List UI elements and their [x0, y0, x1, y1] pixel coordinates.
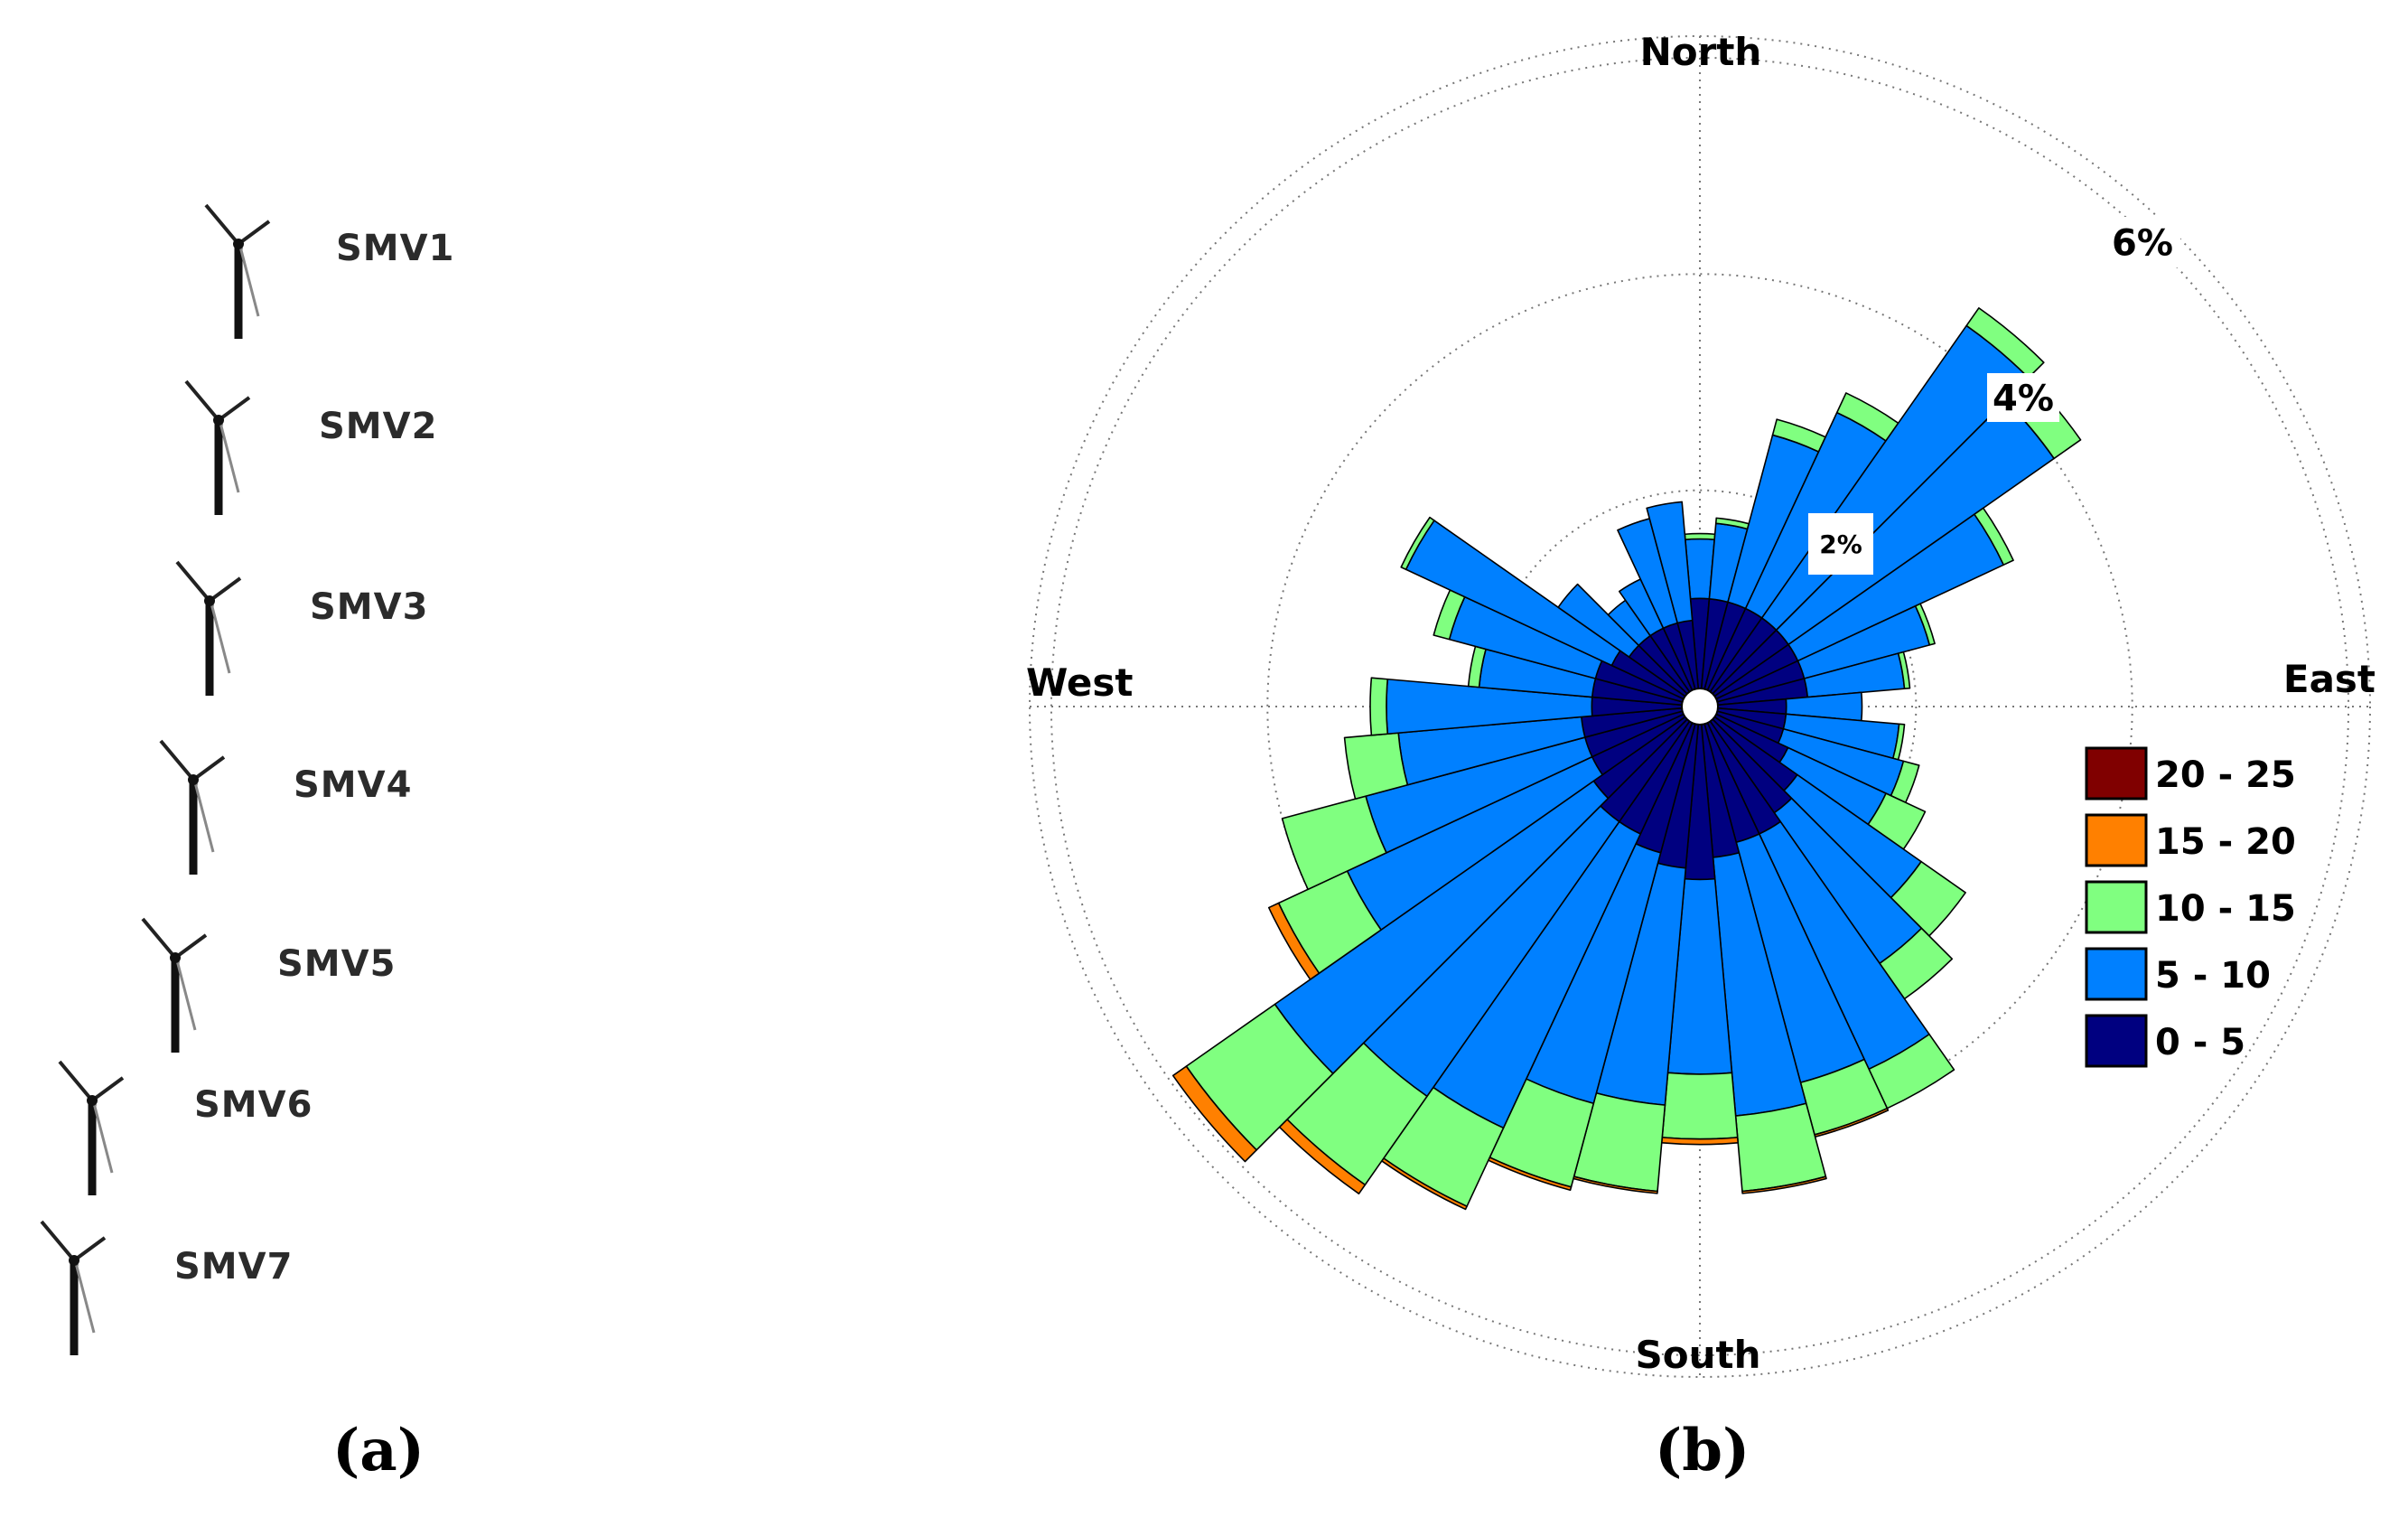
ring-label-bg — [1987, 373, 2059, 422]
wind-turbine-icon — [154, 739, 253, 884]
rose-sector-segment — [1897, 651, 1911, 689]
rose-sector-segment — [1914, 603, 1936, 646]
rose-sector-segment — [1281, 795, 1387, 891]
panel-a-label: (a) — [332, 1417, 425, 1484]
grid-ring — [1050, 56, 2350, 1357]
rose-sector-segment — [1400, 516, 1435, 571]
legend-label: 5 - 10 — [2155, 955, 2271, 997]
turbine-label: SMV4 — [294, 764, 413, 806]
wind-turbine-icon — [179, 379, 278, 524]
wind-rose-sectors — [1171, 307, 2082, 1211]
rose-sector-segment — [1369, 677, 1389, 736]
rose-sector-segment — [1660, 1137, 1740, 1146]
wind-turbine-icon — [199, 203, 298, 348]
legend-label: 10 - 15 — [2155, 888, 2296, 930]
grid-ring — [1266, 273, 2133, 1140]
legend-label: 20 - 25 — [2155, 754, 2296, 796]
turbine-label: SMV5 — [277, 943, 397, 985]
turbine-label: SMV1 — [336, 228, 455, 269]
panel-b-label: (b) — [1655, 1417, 1750, 1484]
turbine-label: SMV7 — [174, 1246, 294, 1288]
ring-label: 4% — [1993, 378, 2054, 419]
rose-sector-segment — [1741, 1175, 1827, 1194]
wind-turbine-icon — [34, 1220, 134, 1364]
turbine-label: SMV6 — [194, 1084, 313, 1126]
legend-label: 0 - 5 — [2155, 1022, 2245, 1063]
ring-label-bg — [1808, 513, 1873, 575]
direction-label-west: West — [1026, 660, 1133, 705]
direction-label-north: North — [1640, 30, 1762, 74]
rose-sector-segment — [1965, 307, 2045, 379]
legend-swatch — [2085, 947, 2148, 1001]
legend-swatch — [2085, 880, 2148, 934]
wind-turbine-icon — [135, 917, 235, 1062]
rose-sector-segment — [1171, 1065, 1257, 1163]
rose-sector-segment — [1661, 1072, 1739, 1140]
direction-label-east: East — [2283, 657, 2375, 701]
grid-ring — [1482, 489, 1918, 924]
rose-sector-segment — [1267, 902, 1321, 980]
turbine-label: SMV2 — [319, 406, 438, 447]
ring-label-bg — [2105, 217, 2180, 267]
rose-sector-segment — [1343, 732, 1409, 801]
turbine-label: SMV3 — [310, 586, 429, 628]
center-hole — [1681, 688, 1719, 726]
rose-sector-segment — [1557, 583, 1640, 658]
rose-sector-segment — [1646, 501, 1694, 624]
legend-swatch — [2085, 1014, 2148, 1068]
polar-grid — [1029, 35, 2371, 1378]
legend-label: 15 - 20 — [2155, 821, 2296, 863]
legend-swatch — [2085, 746, 2148, 801]
ring-label: 2% — [1819, 529, 1862, 559]
ring-label: 6% — [2112, 222, 2173, 264]
speed-legend: 20 - 25 15 - 20 10 - 15 5 - 10 0 - 5 — [2085, 746, 2296, 1068]
rose-sector-segment — [1974, 507, 2014, 567]
direction-label-south: South — [1636, 1333, 1761, 1377]
legend-swatch — [2085, 813, 2148, 867]
wind-turbine-icon — [170, 560, 269, 705]
rose-sector-segment — [1684, 532, 1716, 541]
wind-turbine-icon — [52, 1060, 152, 1204]
